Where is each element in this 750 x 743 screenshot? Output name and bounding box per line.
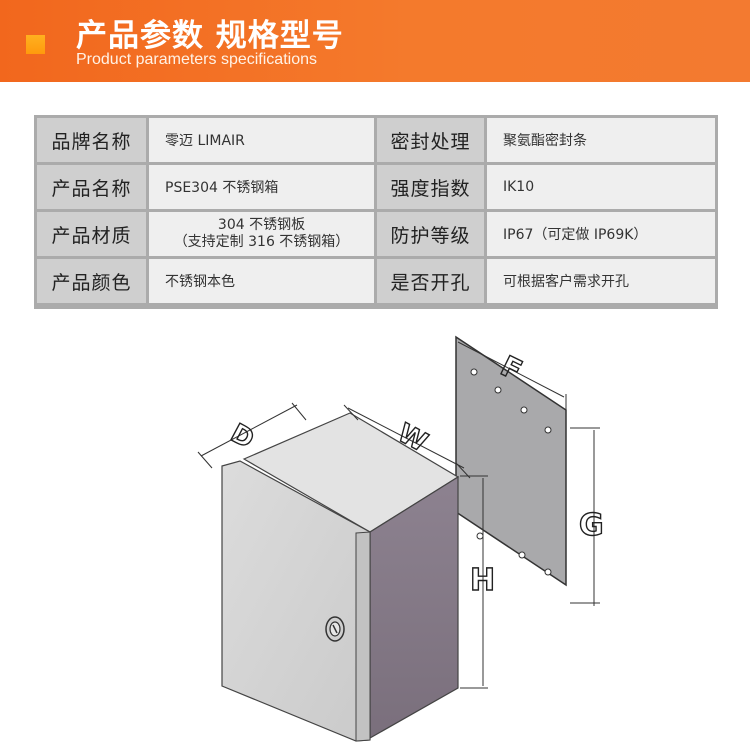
- plate-hole: [470, 368, 478, 376]
- spec-value: 可根据客户需求开孔: [487, 259, 715, 303]
- spec-label: 品牌名称: [37, 118, 149, 162]
- spec-label: 强度指数: [377, 165, 487, 209]
- spec-value: 零迈 LIMAIR: [149, 118, 377, 162]
- spec-value: 304 不锈钢板 （支持定制 316 不锈钢箱）: [149, 212, 377, 256]
- dimension-f: [455, 337, 567, 413]
- spec-row-material: 产品材质 304 不锈钢板 （支持定制 316 不锈钢箱） 防护等级 IP67（…: [37, 212, 715, 259]
- spec-label: 密封处理: [377, 118, 487, 162]
- spec-label: 产品材质: [37, 212, 149, 256]
- plate-hole: [520, 406, 528, 414]
- dimension-g: [570, 427, 600, 606]
- plate-hole: [544, 568, 552, 576]
- door-lock-icon: [325, 616, 345, 642]
- dimension-h: [460, 475, 488, 689]
- dimension-d: [197, 402, 307, 469]
- dimension-label-d: D: [226, 418, 259, 455]
- spec-value-line: （支持定制 316 不锈钢箱）: [173, 234, 350, 250]
- plate-hole: [544, 426, 552, 434]
- header-banner: 产品参数 规格型号 Product parameters specificati…: [0, 0, 750, 82]
- spec-label: 防护等级: [377, 212, 487, 256]
- spec-label: 产品名称: [37, 165, 149, 209]
- spec-value-line: 304 不锈钢板: [217, 217, 306, 233]
- spec-value: IK10: [487, 165, 715, 209]
- spec-value: 聚氨酯密封条: [487, 118, 715, 162]
- plate-hole: [494, 386, 502, 394]
- spec-table: 品牌名称 零迈 LIMAIR 密封处理 聚氨酯密封条 产品名称 PSE304 不…: [34, 115, 718, 309]
- spec-value: PSE304 不锈钢箱: [149, 165, 377, 209]
- spec-row-brand: 品牌名称 零迈 LIMAIR 密封处理 聚氨酯密封条: [37, 118, 715, 165]
- spec-row-color: 产品颜色 不锈钢本色 是否开孔 可根据客户需求开孔: [37, 259, 715, 303]
- spec-label: 是否开孔: [377, 259, 487, 303]
- plate-hole: [476, 532, 484, 540]
- page-subtitle: Product parameters specifications: [76, 51, 317, 68]
- enclosure-diagram: F G D W H: [197, 335, 604, 742]
- plate-hole: [518, 551, 526, 559]
- door-edge: [355, 531, 371, 742]
- spec-row-name: 产品名称 PSE304 不锈钢箱 强度指数 IK10: [37, 165, 715, 212]
- orange-square-icon: [26, 35, 45, 54]
- spec-value: IP67（可定做 IP69K）: [487, 212, 715, 256]
- page-title: 产品参数 规格型号: [76, 18, 344, 54]
- spec-value: 不锈钢本色: [149, 259, 377, 303]
- spec-label: 产品颜色: [37, 259, 149, 303]
- dimension-label-h: H: [470, 563, 495, 598]
- dimension-label-g: G: [579, 508, 604, 543]
